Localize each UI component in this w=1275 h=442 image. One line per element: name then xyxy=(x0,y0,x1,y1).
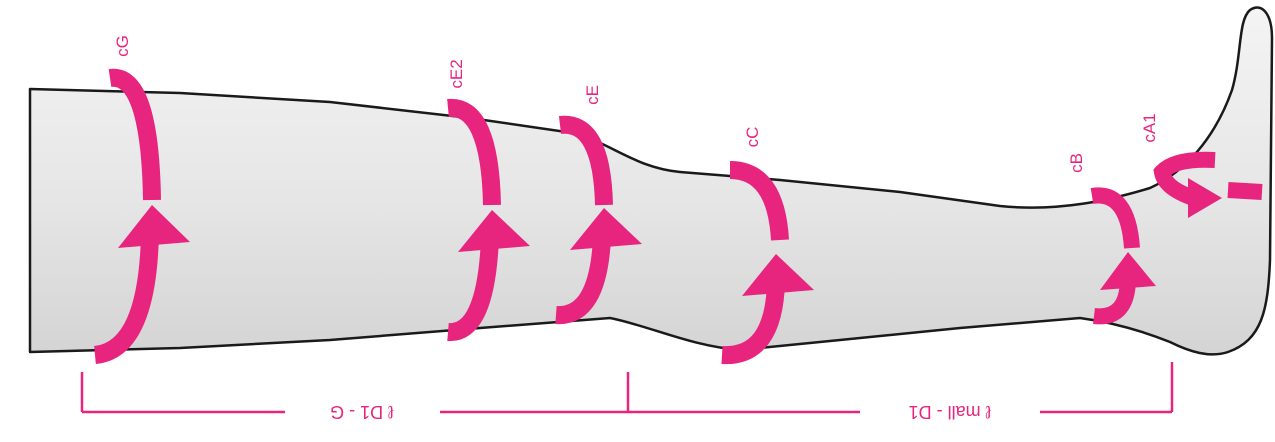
label-cC: cC xyxy=(743,127,762,148)
label-cE: cE xyxy=(583,85,602,105)
dimension-lines xyxy=(82,362,1172,412)
dimension-label-mall-d1: ℓ mall - D1 xyxy=(909,402,992,422)
leg-silhouette xyxy=(30,8,1272,355)
label-cA1: cA1 xyxy=(1140,113,1159,142)
label-cG: cG xyxy=(113,35,132,57)
label-cE2: cE2 xyxy=(447,59,466,88)
dimension-label-d1-g: ℓ D1 - G xyxy=(330,402,394,422)
label-cB: cB xyxy=(1067,153,1086,173)
